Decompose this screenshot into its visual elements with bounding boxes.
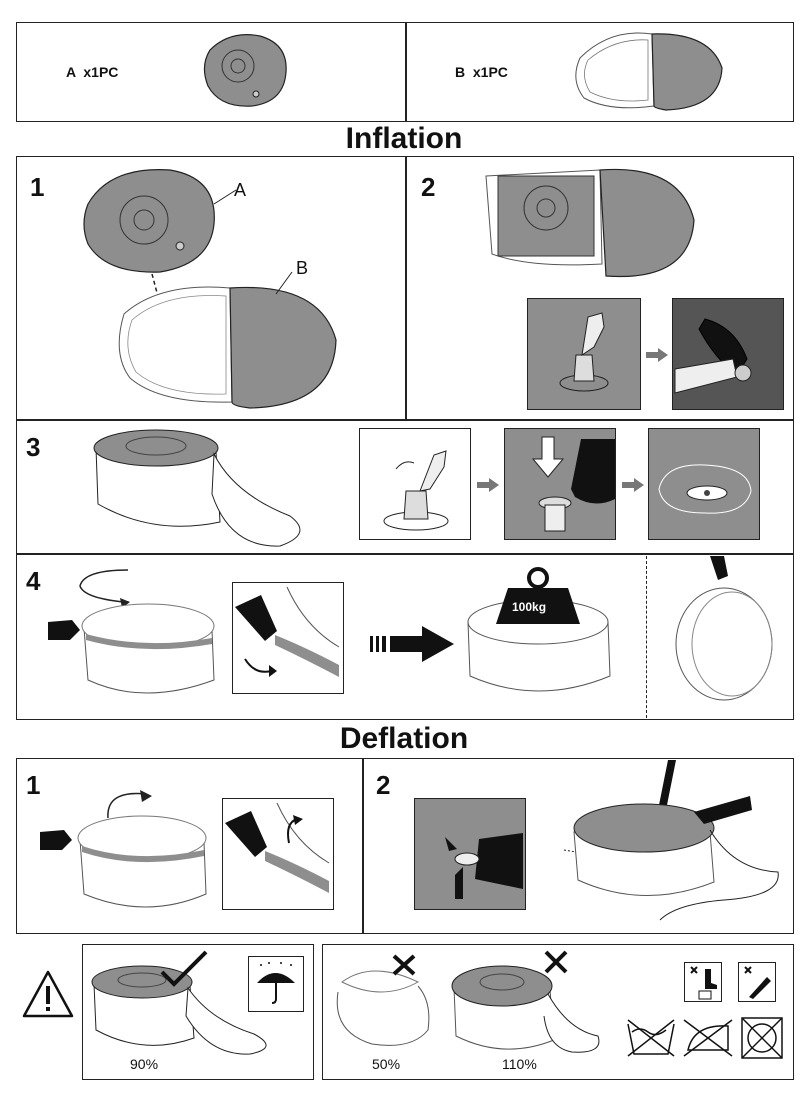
press-down-arrow-icon — [531, 436, 565, 478]
valve-open-icon — [445, 833, 523, 899]
part-a-label: A x1PC — [66, 64, 119, 80]
step2-pump-panel — [672, 298, 784, 410]
arrow-right-icon — [477, 478, 499, 492]
inflation-step-3-number: 3 — [26, 432, 41, 462]
under-filled-pouf — [336, 954, 430, 1046]
finger-press-icon — [538, 439, 615, 532]
deflation-steps — [16, 758, 794, 934]
deflation1-zip-detail-panel — [222, 798, 334, 910]
step3-cap-panel — [359, 428, 471, 540]
umbrella-panel — [248, 956, 304, 1012]
pump-nozzle-icon — [674, 318, 752, 394]
no-sharp-panel — [738, 962, 776, 1002]
step4-zip-detail-panel — [232, 582, 344, 694]
step4-dashed-divider — [646, 556, 647, 718]
warning-icon — [22, 970, 74, 1018]
over-fill-percent: 110% — [502, 1056, 537, 1072]
part-a-illustration — [203, 34, 287, 107]
no-wash-icon — [627, 1019, 675, 1057]
part-b-illustration — [575, 32, 723, 111]
incorrect-fill-box — [322, 944, 794, 1080]
deflation2-valve-panel — [414, 798, 526, 910]
deflation-title: Deflation — [339, 722, 469, 755]
zipper-pull-icon — [235, 586, 340, 677]
zipper-pull-icon — [225, 802, 330, 893]
keep-dry-umbrella-icon — [257, 962, 295, 1004]
step3-press-panel — [504, 428, 616, 540]
deflation-step-1-number: 1 — [26, 770, 41, 800]
no-stand-panel — [684, 962, 722, 1002]
step2-valve-panel — [527, 298, 641, 410]
no-tumble-dry-icon — [741, 1017, 783, 1059]
step2-illustration — [485, 168, 695, 278]
inflation-title: Inflation — [345, 122, 463, 155]
arrow-right-icon — [646, 348, 668, 362]
part-b-label: B x1PC — [455, 64, 508, 80]
weight-label: 100kg — [512, 600, 547, 614]
no-standing-icon — [690, 966, 717, 1000]
step4-zip-pouf — [48, 569, 215, 694]
parts-divider — [405, 22, 407, 122]
step1-label-a: A — [234, 180, 247, 200]
no-sharp-objects-icon — [744, 966, 771, 999]
no-iron-icon — [683, 1019, 733, 1057]
step3-inflated-pouf — [93, 429, 301, 547]
arrow-right-icon — [622, 478, 644, 492]
correct-fill-box — [82, 944, 314, 1080]
step4-weighted-pouf — [467, 567, 611, 692]
deflation1-zip-pouf — [40, 790, 207, 908]
deflation2-press-pouf — [563, 760, 779, 921]
inflation-divider-1-2 — [405, 156, 407, 420]
over-filled-pouf — [451, 950, 600, 1053]
step4-carry-pouf — [675, 556, 773, 701]
correct-fill-percent: 90% — [130, 1056, 159, 1072]
big-arrow-right-icon — [370, 626, 454, 662]
sealed-valve-icon — [658, 464, 752, 514]
inflation-step-2-number: 2 — [421, 172, 436, 202]
step1-label-b: B — [296, 258, 309, 278]
valve-cap-icon — [383, 450, 449, 531]
step3-sealed-panel — [648, 428, 760, 540]
inflation-step-3 — [16, 420, 794, 554]
correct-fill-pouf — [91, 950, 267, 1055]
inflation-step-4-number: 4 — [26, 566, 41, 596]
valve-icon — [559, 312, 609, 392]
inflation-step-4 — [16, 554, 794, 720]
inflation-step-1-number: 1 — [30, 172, 45, 202]
deflation-step-2-number: 2 — [376, 770, 391, 800]
deflation-divider — [362, 758, 364, 934]
under-fill-percent: 50% — [372, 1056, 401, 1072]
step1-illustration — [83, 169, 337, 409]
